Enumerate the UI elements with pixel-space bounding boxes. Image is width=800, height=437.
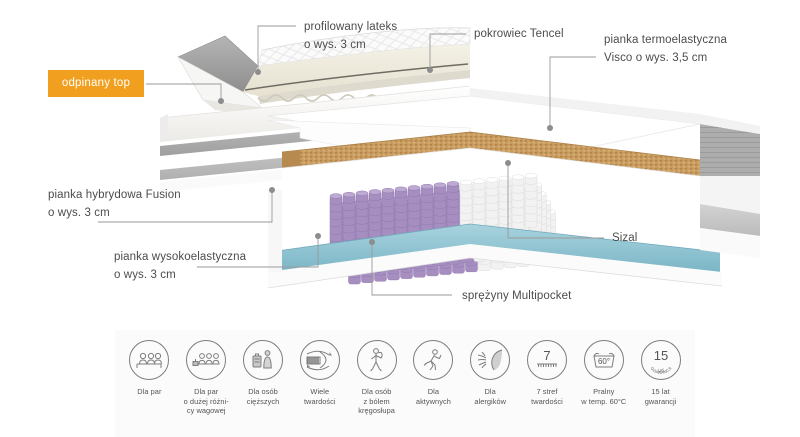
washable-icon: 60° [583, 340, 624, 380]
callout-sisal: Sizal [612, 230, 637, 247]
feature-warranty: 15 LAT GWARANCJI 15 lat gwarancji [632, 340, 689, 406]
callout-high-elastic-foam-line2: o wys. 3 cm [114, 269, 176, 281]
seven-zones-value: 7 [543, 348, 550, 363]
callout-multipocket-springs: sprężyny Multipocket [462, 288, 571, 305]
warranty-value: 15 [653, 348, 667, 363]
callout-fusion-hybrid-foam-line1: pianka hybrydowa Fusion [48, 189, 181, 201]
feature-back-pain-caption: Dla osób z bólem kręgosłupa [358, 387, 395, 416]
detachable-top-badge: odpinany top [48, 70, 144, 97]
feature-icon-strip: Dla par Dla par o dużej różni- cy wagowe… [115, 330, 695, 437]
spring-coil [420, 183, 434, 239]
spring-coil [381, 187, 395, 243]
feature-firmness-caption: Wiele twardości [303, 387, 336, 406]
warranty-sub1: LAT [657, 367, 665, 373]
feature-couple: Dla par [121, 340, 178, 397]
spring-coil [342, 192, 356, 247]
couple-weight-diff-icon [186, 340, 227, 380]
callout-multipocket-springs-line1: sprężyny Multipocket [462, 290, 572, 302]
feature-heavy-person: Dla osób cięższych [235, 340, 292, 406]
feature-active-person: Dla aktywnych [405, 340, 462, 406]
firmness-icon [299, 340, 340, 380]
feature-active-person-caption: Dla aktywnych [415, 387, 451, 406]
callout-fusion-hybrid-foam-line2: o wys. 3 cm [48, 207, 110, 219]
feature-seven-zones-caption: 7 stref twardości [531, 387, 563, 406]
spring-coil [394, 186, 408, 242]
back-pain-icon [356, 340, 397, 380]
callout-tencel-cover: pokrowiec Tencel [474, 26, 564, 43]
callout-profiled-latex-line1: profilowany lateks [304, 21, 398, 33]
warranty-icon: 15 LAT GWARANCJI [640, 340, 681, 380]
callout-visco-foam-line1: pianka termoelastyczna [604, 34, 728, 46]
leader-lines [98, 25, 604, 296]
feature-washable-caption: Pralny w temp. 60°C [581, 387, 627, 406]
callout-fusion-hybrid-foam: pianka hybrydowa Fusion o wys. 3 cm [48, 186, 181, 222]
spring-coil [498, 175, 512, 231]
seven-zones-icon: 7 [526, 340, 567, 380]
callout-visco-foam: pianka termoelastyczna Visco o wys. 3,5 … [604, 31, 727, 67]
spring-coil [511, 174, 525, 230]
spring-coil [524, 173, 538, 228]
active-person-icon [413, 340, 454, 380]
spring-coil [329, 193, 343, 249]
callout-high-elastic-foam: pianka wysokoelastyczna o wys. 3 cm [114, 248, 246, 284]
allergy-icon [470, 340, 511, 380]
callout-sisal-line1: Sizal [612, 232, 638, 244]
callout-profiled-latex-line2: o wys. 3 cm [304, 39, 366, 51]
feature-seven-zones: 7 7 stref twardości [519, 340, 576, 406]
feature-back-pain: Dla osób z bólem kręgosłupa [348, 340, 405, 416]
spring-coil [368, 189, 382, 245]
spring-coil [407, 185, 421, 241]
couple-icon [129, 340, 170, 380]
feature-allergy: Dla alergików [462, 340, 519, 406]
spring-coil [446, 181, 460, 237]
callout-high-elastic-foam-line1: pianka wysokoelastyczna [114, 251, 247, 263]
callout-profiled-latex: profilowany lateks o wys. 3 cm [304, 18, 397, 54]
heavy-person-icon [242, 340, 283, 380]
feature-couple-caption: Dla par [137, 387, 162, 396]
feature-couple-weight-diff-caption: Dla par o dużej różni- cy wagowej [183, 387, 229, 416]
feature-heavy-person-caption: Dla osób cięższych [246, 387, 280, 406]
feature-warranty-caption: 15 lat gwarancji [644, 387, 677, 406]
feature-couple-weight-diff: Dla par o dużej różni- cy wagowej [178, 340, 235, 416]
callout-tencel-cover-line1: pokrowiec Tencel [474, 28, 564, 40]
leader-dots [218, 67, 553, 245]
mattress-body [159, 85, 760, 289]
feature-firmness: Wiele twardości [291, 340, 348, 406]
feature-allergy-caption: Dla alergików [474, 387, 507, 406]
feature-washable: 60° Pralny w temp. 60°C [575, 340, 632, 406]
callout-visco-foam-line2: Visco o wys. 3,5 cm [604, 52, 708, 64]
spring-coil [485, 177, 499, 233]
mattress-cross-section-illustration [98, 25, 760, 296]
spring-coil [433, 182, 447, 238]
spring-coil [355, 190, 369, 246]
washable-value: 60° [598, 357, 610, 366]
